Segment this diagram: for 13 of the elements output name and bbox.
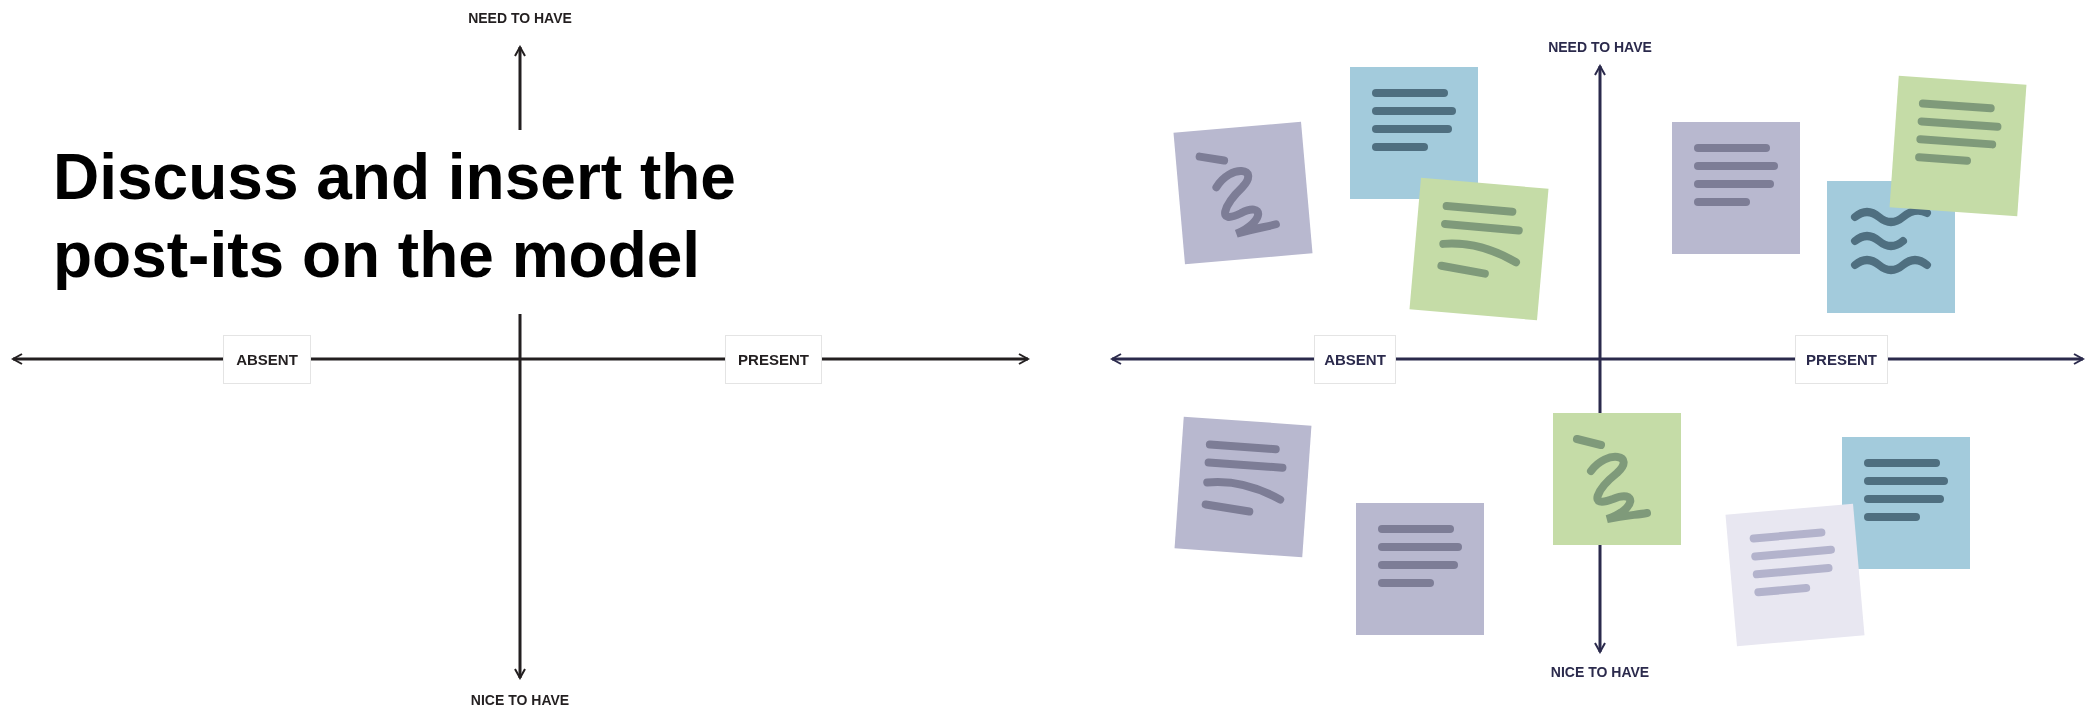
axis-label: NEED TO HAVE xyxy=(468,10,572,26)
axis-label: ABSENT xyxy=(236,351,298,368)
axis-label-box xyxy=(1795,335,1888,384)
axis-label: NEED TO HAVE xyxy=(1548,39,1652,55)
axis-label: NICE TO HAVE xyxy=(470,692,570,708)
axis-label-box xyxy=(1314,335,1396,384)
axis-label: ABSENT xyxy=(1324,351,1386,368)
axis-label: NICE TO HAVE xyxy=(1550,664,1650,680)
axis-label-box xyxy=(725,335,822,384)
axis-label: PRESENT xyxy=(1806,351,1877,368)
axis-label-box xyxy=(223,335,311,384)
title: Discuss and insert the post-its on the model xyxy=(53,140,737,293)
axis-label: PRESENT xyxy=(738,351,809,368)
